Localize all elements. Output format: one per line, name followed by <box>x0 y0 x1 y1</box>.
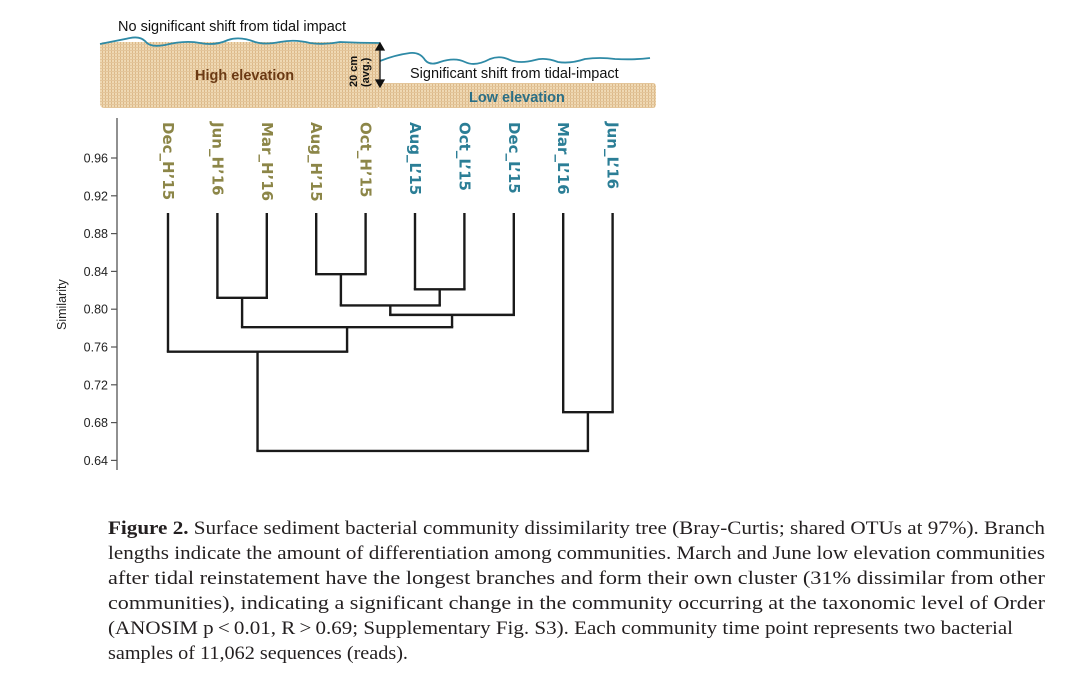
low-elevation-label: Low elevation <box>469 90 565 106</box>
y-tick-label: 0.76 <box>84 341 108 355</box>
caption-line: lengths indicate the amount of different… <box>108 543 1045 565</box>
leaf-label: Jun_H’16 <box>208 121 226 196</box>
scale-arrow <box>374 41 386 89</box>
caption-text: samples of 11,062 sequences (reads). <box>108 643 408 664</box>
caption-line: after tidal reinstatement have the longe… <box>108 568 1045 590</box>
top-note: No significant shift from tidal impact <box>118 19 346 35</box>
caption-text: lengths indicate the amount of different… <box>108 543 1045 564</box>
caption-line: Figure 2. Surface sediment bacterial com… <box>108 518 1045 540</box>
high-water-line <box>99 36 381 47</box>
caption-text: communities), indicating a significant c… <box>108 593 1045 614</box>
leaf-label: Aug_H’15 <box>307 122 325 202</box>
high-elevation-sediment <box>100 42 380 108</box>
caption-text: Surface sediment bacterial community dis… <box>188 518 1045 539</box>
low-elevation-sediment <box>378 83 656 108</box>
scale-value: 20 cm <box>348 56 360 87</box>
leaf-label: Mar_L’16 <box>554 122 572 195</box>
y-tick-label: 0.68 <box>84 416 108 430</box>
leaf-label: Aug_L’15 <box>406 122 424 195</box>
y-tick-label: 0.84 <box>84 265 108 279</box>
low-shift-note: Significant shift from tidal-impact <box>410 66 619 82</box>
y-tick-label: 0.64 <box>84 454 108 468</box>
y-tick-label: 0.96 <box>84 152 108 166</box>
y-tick-label: 0.92 <box>84 189 108 203</box>
scale-note: (avg.) <box>360 57 372 87</box>
y-axis-title: Similarity <box>55 279 69 330</box>
high-elevation-label: High elevation <box>195 68 294 84</box>
leaf-label: Dec_H’15 <box>159 122 177 200</box>
caption-text: (ANOSIM p < 0.01, R > 0.69; Supplementar… <box>108 618 1013 639</box>
caption-line: samples of 11,062 sequences (reads). <box>108 643 408 665</box>
leaf-label: Oct_H’15 <box>357 122 375 197</box>
y-tick-label: 0.80 <box>84 303 108 317</box>
leaf-label: Mar_H’16 <box>258 122 276 201</box>
low-water-line <box>379 51 651 65</box>
caption-line: communities), indicating a significant c… <box>108 593 1045 615</box>
leaf-label: Oct_L’15 <box>455 122 473 191</box>
y-tick-label: 0.72 <box>84 378 108 392</box>
caption-label: Figure 2. <box>108 518 189 539</box>
dendrogram-figure: No significant shift from tidal impact H… <box>55 19 656 470</box>
leaf-label: Jun_L’16 <box>604 121 622 189</box>
leaf-label: Dec_L’15 <box>505 122 523 194</box>
y-tick-label: 0.88 <box>84 227 108 241</box>
caption-line: (ANOSIM p < 0.01, R > 0.69; Supplementar… <box>108 618 1013 640</box>
caption-text: after tidal reinstatement have the longe… <box>108 568 1045 589</box>
